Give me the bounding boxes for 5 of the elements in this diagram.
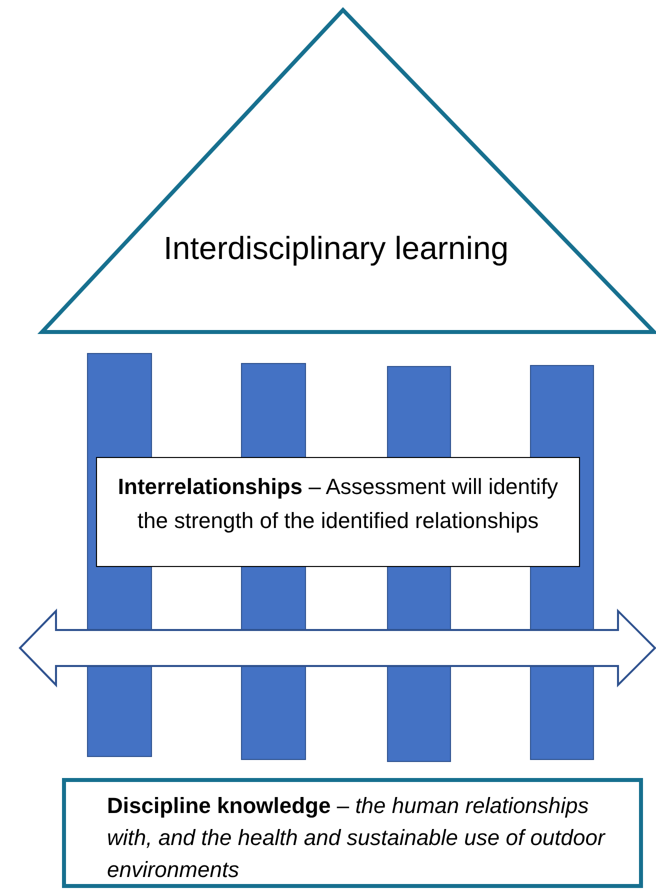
description-text: Interrelationships – Assessment will identify the strength of the identified relationships xyxy=(116,473,560,535)
foundation-box xyxy=(62,778,643,888)
roof-title: Interdisciplinary learning xyxy=(162,230,510,267)
text-box xyxy=(96,457,580,567)
description-text: Discipline knowledge – the human relationships with, and the health and sustainable use of outdoor environments xyxy=(107,792,606,884)
